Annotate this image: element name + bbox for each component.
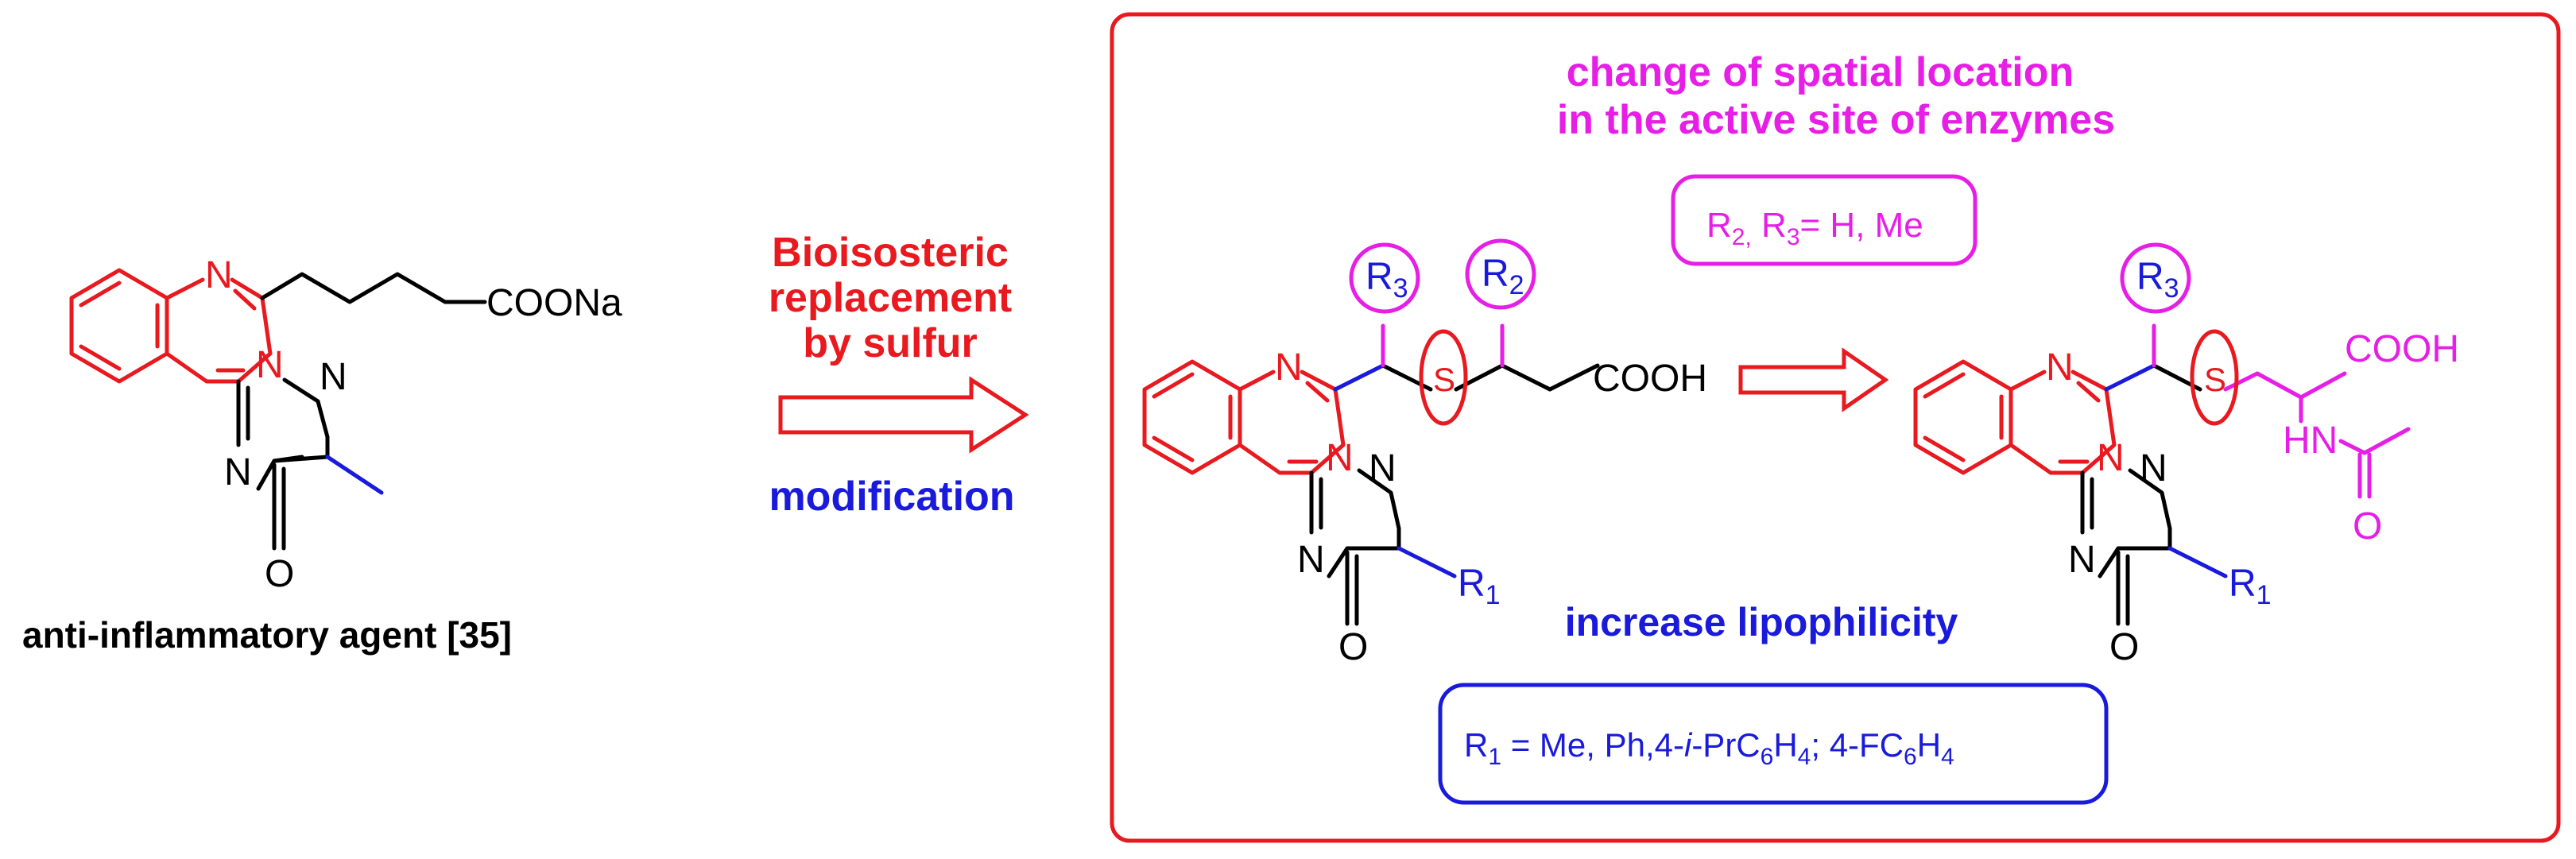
atom-n: N: [224, 451, 252, 493]
triazine-ring-right: [2128, 468, 2172, 531]
butanoate-chain: [260, 272, 487, 304]
compound-right: [1913, 242, 2411, 626]
r3-label: R3: [2136, 256, 2179, 304]
cys-bond: [2255, 371, 2303, 400]
chain-bond: [1548, 363, 1600, 392]
pyrimidine-ring-right: [2009, 370, 2047, 392]
amide-bond: [2362, 427, 2411, 455]
r1-definition: R1 = Me, Ph,4-i-PrC6H4; 4-FC6H4: [1464, 726, 1954, 770]
chain-bond: [1500, 363, 1552, 392]
pyrimidine-ring-right: [2009, 370, 2117, 475]
r23-definition-box: [1671, 174, 1978, 266]
compound-left-caption: anti-inflammatory agent [35]: [22, 614, 512, 656]
atom-n: N: [320, 356, 347, 398]
chain-bond: [2104, 363, 2156, 392]
coona-label: COONa: [486, 282, 622, 324]
atom-n: N: [2068, 539, 2096, 581]
atom-o: O: [265, 553, 294, 595]
triazine-ring-right: [2098, 546, 2172, 578]
r2-highlight-circle: [1465, 238, 1536, 310]
atom-n: N: [205, 254, 233, 296]
atom-n: N: [2140, 447, 2167, 489]
atom-n: N: [256, 344, 284, 386]
methyl-bond: [325, 455, 384, 495]
triazine-ring-middle: [1327, 546, 1401, 578]
pyrimidine-ring-left: [165, 277, 205, 300]
pyrimidine-ring-middle: [1238, 370, 1346, 475]
pyrimidine-ring-left: [165, 277, 273, 384]
atom-n: N: [1369, 447, 1396, 489]
pyrimidine-double-bond: [1305, 381, 1330, 403]
triazine-ring-left: [282, 377, 330, 439]
benzene-double-bond: [1152, 435, 1195, 462]
benzene-double-bond: [1152, 372, 1195, 399]
atom-o: O: [1338, 626, 1368, 668]
modification-label: modification: [769, 474, 1014, 520]
atom-s: S: [1433, 361, 1455, 398]
cooh-label: COOH: [2345, 328, 2459, 370]
compound-left-atoms: N N N N O COONa: [205, 254, 622, 595]
benzene-ring-right: [1913, 359, 2013, 475]
hn-label: HN: [2283, 420, 2338, 462]
r1-label: R1: [1458, 563, 1501, 610]
small-open-arrow: [1738, 347, 1889, 412]
chain-bond: [1454, 363, 1505, 392]
arrow-text-line1: Bioisosteric: [772, 230, 1009, 276]
chain-bond: [1381, 363, 1433, 392]
triazine-ring-middle: [1357, 468, 1401, 531]
atom-s: S: [2204, 361, 2226, 398]
amide-bond: [2338, 439, 2367, 455]
compound-left: [69, 268, 487, 551]
benzene-ring-left: [69, 268, 169, 384]
benzene-double-bond: [79, 281, 122, 308]
cys-bond: [2299, 371, 2347, 400]
benzene-double-bond: [1923, 435, 1966, 462]
cys-bond: [2223, 371, 2260, 392]
r3-highlight-circle: [2120, 242, 2191, 314]
benzene-double-bond: [1923, 372, 1966, 399]
r3-label: R3: [1365, 256, 1408, 304]
r1-bond: [1396, 546, 1457, 578]
sulfur-highlight-ellipse: [1419, 329, 1468, 426]
atom-o: O: [2109, 626, 2139, 668]
r1-label: R1: [2229, 563, 2272, 610]
atom-n: N: [2046, 346, 2074, 389]
box-header-line1: change of spatial location: [1567, 49, 2074, 95]
atom-n: N: [1297, 539, 1325, 581]
r3-highlight-circle: [1349, 242, 1420, 314]
arrow-text-line2: replacement: [769, 275, 1012, 321]
cooh-label: COOH: [1593, 358, 1707, 400]
r23-definition: R2, R3= H, Me: [1706, 206, 1923, 250]
benzene-double-bond: [79, 344, 122, 371]
arrow-text-line3: by sulfur: [803, 320, 978, 366]
benzene-ring-middle: [1142, 359, 1242, 475]
compound-middle: [1142, 238, 1600, 626]
highlight-box: [1110, 12, 2561, 843]
atom-n: N: [2097, 437, 2125, 479]
open-arrow: [778, 376, 1029, 454]
atom-n: N: [1275, 346, 1303, 389]
atom-n: N: [1326, 437, 1354, 479]
atom-o: O: [2353, 505, 2382, 548]
arrow-section: Bioisosteric replacement by sulfur modif…: [769, 230, 1029, 520]
r1-definition-box: [1438, 683, 2109, 805]
compound-right-atoms: N N N N O S COOH HN O R3 R1: [2046, 256, 2459, 668]
pyrimidine-double-bond: [233, 288, 257, 311]
sulfur-highlight-ellipse: [2190, 329, 2239, 426]
pyrimidine-double-bond: [2076, 381, 2101, 403]
box-header-line2: in the active site of enzymes: [1557, 97, 2115, 143]
r1-bond: [2167, 546, 2228, 578]
r2-label: R2: [1482, 253, 1524, 300]
chain-bond: [1333, 363, 1385, 392]
compound-middle-atoms: N N N N O S COOH R3 R2 R1: [1275, 253, 1707, 668]
pyrimidine-ring-middle: [1238, 370, 1276, 392]
lipophilicity-label: increase lipophilicity: [1565, 600, 1958, 644]
triazine-bond: [272, 455, 330, 463]
